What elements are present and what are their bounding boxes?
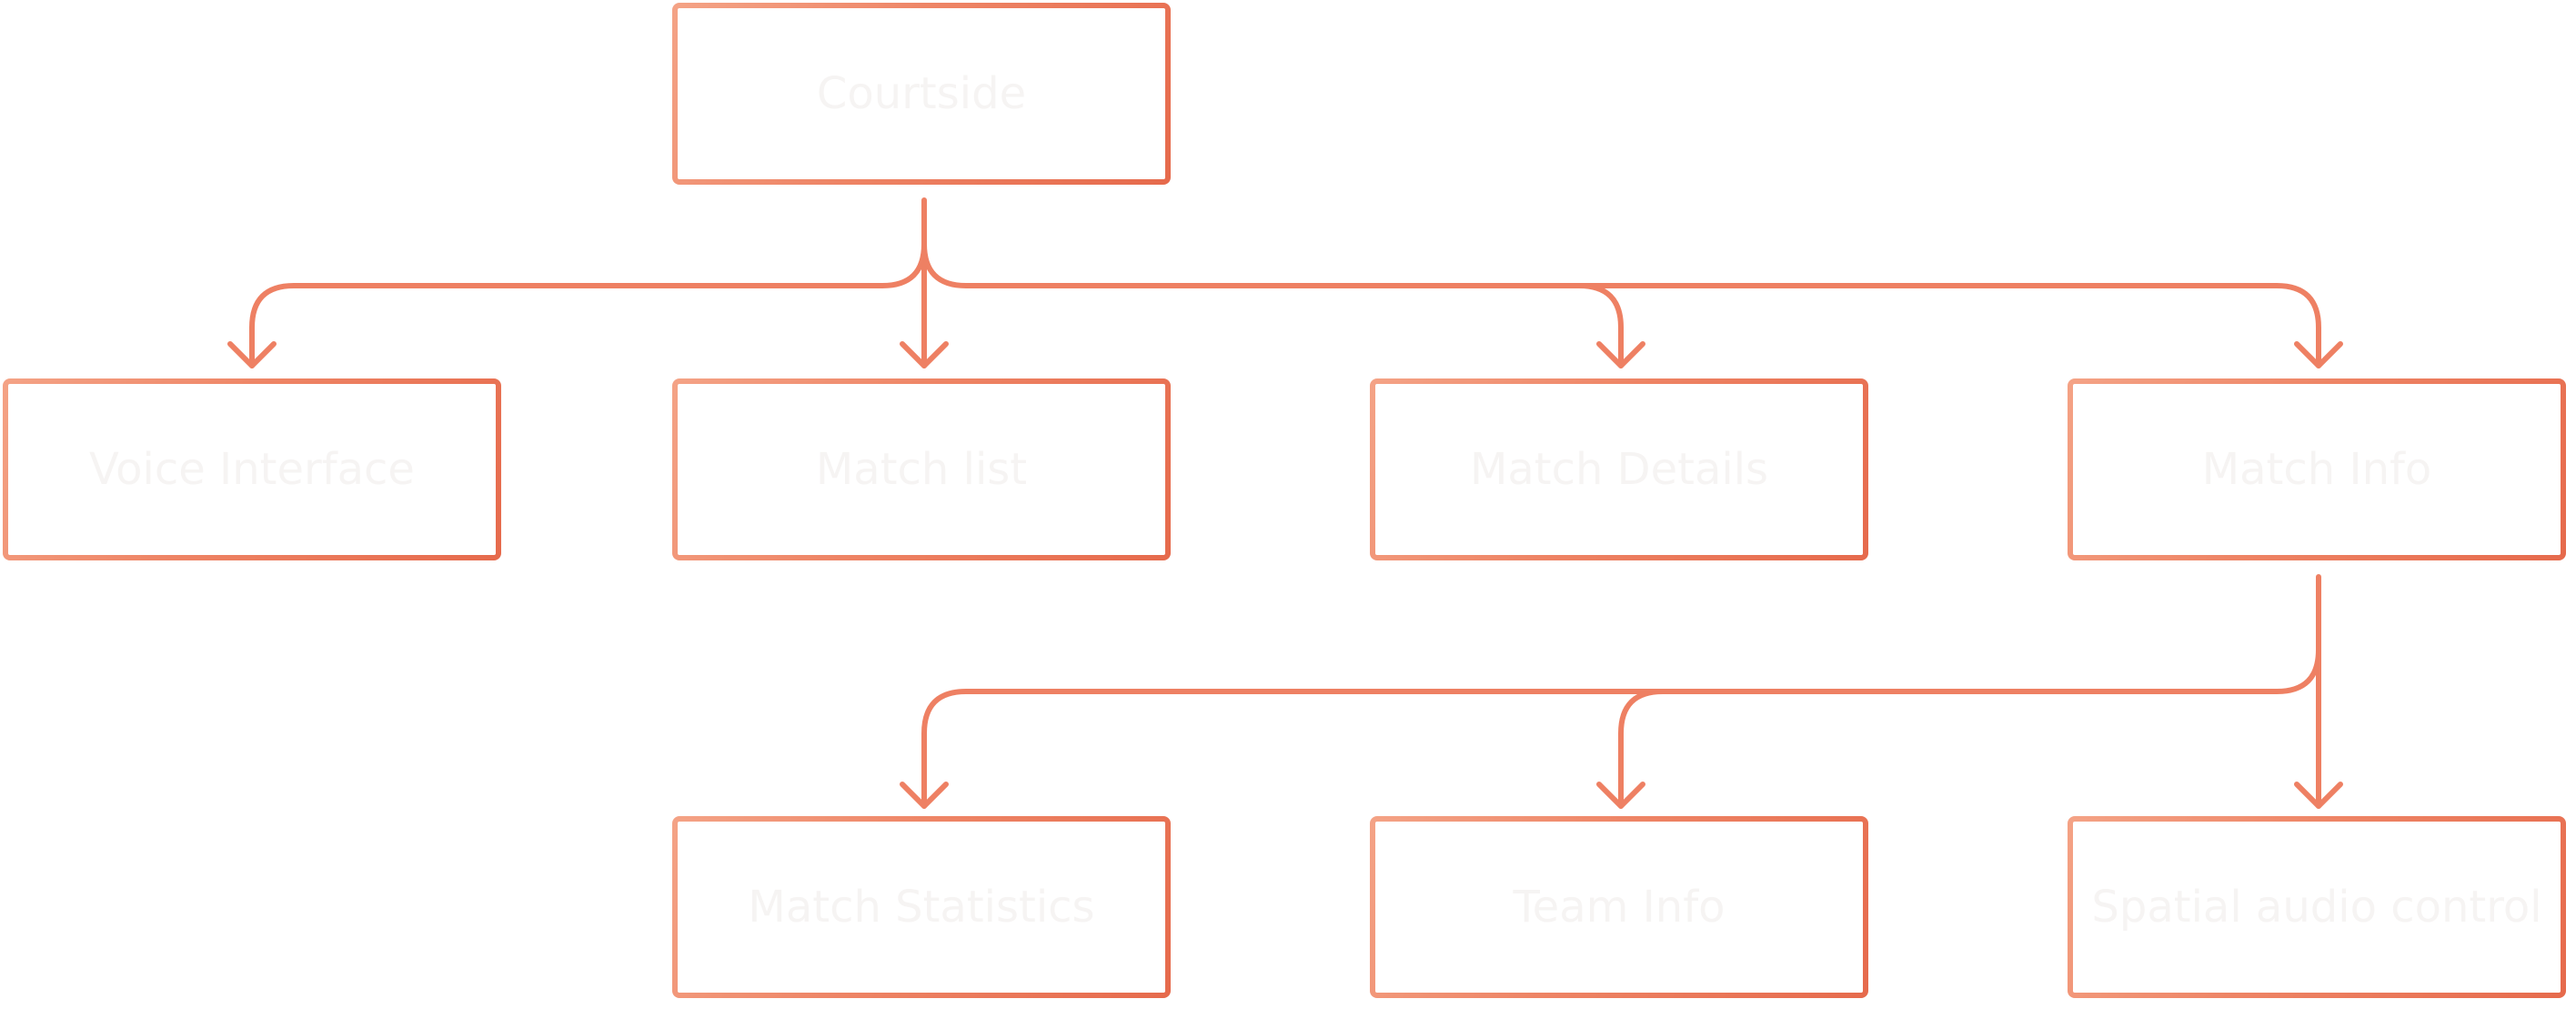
node-label-courtside: Courtside bbox=[816, 68, 1027, 119]
arrowhead-team bbox=[1596, 782, 1645, 809]
node-label-match-info: Match Info bbox=[2201, 444, 2432, 495]
edge-info-stats bbox=[921, 647, 2321, 809]
edge-root-details bbox=[921, 241, 1624, 368]
arrowhead-voice bbox=[227, 341, 277, 368]
node-label-voice-interface: Voice Interface bbox=[89, 444, 415, 495]
node-match-info: Match Info bbox=[2068, 378, 2566, 560]
arrowhead-info bbox=[2294, 341, 2343, 368]
node-spatial-audio-control: Spatial audio control bbox=[2068, 816, 2566, 998]
edge-root-info bbox=[1576, 283, 2321, 368]
edge-info-team bbox=[1618, 689, 1665, 809]
arrowhead-spatial bbox=[2294, 782, 2343, 809]
node-courtside: Courtside bbox=[672, 3, 1171, 185]
edge-root-voice bbox=[249, 241, 927, 368]
node-match-list: Match list bbox=[672, 378, 1171, 560]
arrowhead-list bbox=[900, 341, 949, 368]
arrowhead-details bbox=[1596, 341, 1645, 368]
node-match-details: Match Details bbox=[1370, 378, 1868, 560]
arrowhead-stats bbox=[900, 782, 949, 809]
node-label-match-list: Match list bbox=[815, 444, 1028, 495]
node-label-team-info: Team Info bbox=[1513, 882, 1726, 933]
node-label-spatial-audio-control: Spatial audio control bbox=[2091, 882, 2542, 933]
node-label-match-details: Match Details bbox=[1469, 444, 1769, 495]
node-voice-interface: Voice Interface bbox=[3, 378, 501, 560]
node-team-info: Team Info bbox=[1370, 816, 1868, 998]
node-label-match-statistics: Match Statistics bbox=[748, 882, 1095, 933]
node-match-statistics: Match Statistics bbox=[672, 816, 1171, 998]
